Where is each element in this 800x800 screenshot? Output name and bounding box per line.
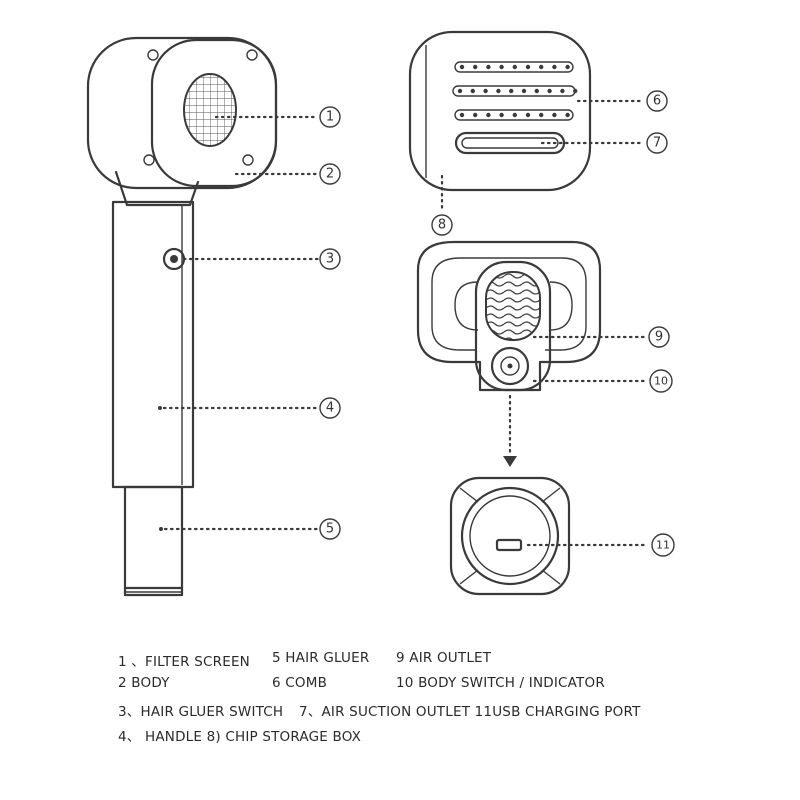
comb-tooth bbox=[539, 112, 544, 118]
comb-tooth bbox=[470, 88, 475, 94]
callout-5: 5 bbox=[319, 518, 341, 540]
handle-bottom-view bbox=[449, 476, 571, 596]
outlet-front-view bbox=[416, 240, 602, 467]
callout-9: 9 bbox=[648, 326, 670, 348]
comb-tooth bbox=[457, 88, 463, 94]
comb-tooth bbox=[473, 64, 478, 70]
callout-7: 7 bbox=[646, 132, 668, 154]
filter-screen bbox=[183, 73, 237, 147]
callout-8: 8 bbox=[431, 214, 453, 236]
legend-item-hair-gluer-switch: 3、HAIR GLUER SWITCH bbox=[118, 704, 284, 720]
air-outlet bbox=[485, 271, 541, 341]
legend-row-4: 4、 HANDLE 8) CHIP STORAGE BOX bbox=[118, 725, 778, 750]
comb-tooth bbox=[525, 112, 531, 118]
comb-tooth bbox=[496, 88, 501, 94]
callout-1: 1 bbox=[319, 106, 341, 128]
comb-tooth bbox=[552, 64, 557, 70]
svg-text:3: 3 bbox=[326, 252, 334, 267]
svg-text:7: 7 bbox=[653, 136, 661, 151]
svg-text:8: 8 bbox=[438, 218, 446, 233]
legend-row-1: 1 、FILTER SCREEN 5 HAIR GLUER 9 AIR OUTL… bbox=[118, 650, 778, 675]
comb-tooth bbox=[473, 112, 478, 118]
svg-text:10: 10 bbox=[654, 375, 668, 388]
comb-tooth bbox=[573, 88, 578, 94]
comb-tooth bbox=[565, 112, 570, 118]
comb-tooth bbox=[512, 64, 517, 70]
svg-text:1: 1 bbox=[326, 110, 334, 125]
comb-tooth bbox=[486, 64, 491, 70]
comb-tooth bbox=[459, 112, 465, 118]
comb-tooth bbox=[525, 64, 531, 70]
legend-item-air-outlet: 9 AIR OUTLET bbox=[396, 650, 492, 666]
legend-item-handle-chip-box: 4、 HANDLE 8) CHIP STORAGE BOX bbox=[118, 729, 362, 745]
parts-legend: 1 、FILTER SCREEN 5 HAIR GLUER 9 AIR OUTL… bbox=[118, 650, 778, 750]
comb-tooth bbox=[483, 88, 488, 94]
svg-text:9: 9 bbox=[655, 330, 663, 345]
svg-text:11: 11 bbox=[656, 539, 670, 552]
comb-tooth bbox=[539, 64, 544, 70]
comb-tooth bbox=[565, 64, 570, 70]
callout-4: 4 bbox=[319, 397, 341, 419]
hair-gluer bbox=[123, 485, 184, 597]
comb-tooth bbox=[486, 112, 491, 118]
dryer-side-view bbox=[86, 36, 278, 597]
legend-item-air-suction-usb: 7、AIR SUCTION OUTLET 11USB CHARGING PORT bbox=[299, 704, 641, 720]
svg-text:4: 4 bbox=[326, 401, 334, 416]
comb-head bbox=[408, 30, 592, 192]
svg-text:5: 5 bbox=[326, 522, 334, 537]
comb-head-view bbox=[408, 30, 592, 192]
legend-item-hair-gluer: 5 HAIR GLUER bbox=[272, 650, 370, 666]
callout-3: 3 bbox=[319, 248, 341, 270]
comb-tooth bbox=[499, 112, 504, 118]
comb-tooth bbox=[552, 112, 557, 118]
callout-11: 11 bbox=[651, 533, 675, 557]
callout-2: 2 bbox=[319, 163, 341, 185]
comb-tooth bbox=[521, 88, 527, 94]
svg-text:2: 2 bbox=[326, 167, 334, 182]
comb-tooth bbox=[560, 88, 565, 94]
comb-tooth bbox=[512, 112, 517, 118]
comb-tooth bbox=[509, 88, 514, 94]
comb-tooth bbox=[547, 88, 552, 94]
legend-row-3: 3、HAIR GLUER SWITCH 7、AIR SUCTION OUTLET… bbox=[118, 700, 778, 725]
callout-6: 6 bbox=[646, 90, 668, 112]
handle bbox=[111, 200, 195, 489]
legend-row-2: 2 BODY 6 COMB 10 BODY SWITCH / INDICATOR bbox=[118, 675, 778, 700]
hair-dryer-diagram: 1 2 3 4 5 6 7 8 9 10 11 bbox=[86, 30, 675, 597]
comb-tooth bbox=[459, 64, 465, 70]
body-switch-indicator bbox=[490, 346, 530, 386]
comb-tooth bbox=[534, 88, 539, 94]
legend-item-filter-screen: 1 、FILTER SCREEN bbox=[118, 654, 250, 670]
legend-item-body-switch: 10 BODY SWITCH / INDICATOR bbox=[396, 675, 605, 691]
comb-tooth bbox=[499, 64, 504, 70]
legend-item-comb: 6 COMB bbox=[272, 675, 328, 691]
air-suction-outlet bbox=[454, 131, 566, 155]
svg-text:6: 6 bbox=[653, 94, 661, 109]
leader-lines bbox=[162, 99, 650, 547]
callout-10: 10 bbox=[649, 369, 673, 393]
legend-item-body: 2 BODY bbox=[118, 675, 170, 691]
usb-charging-port bbox=[495, 538, 523, 552]
